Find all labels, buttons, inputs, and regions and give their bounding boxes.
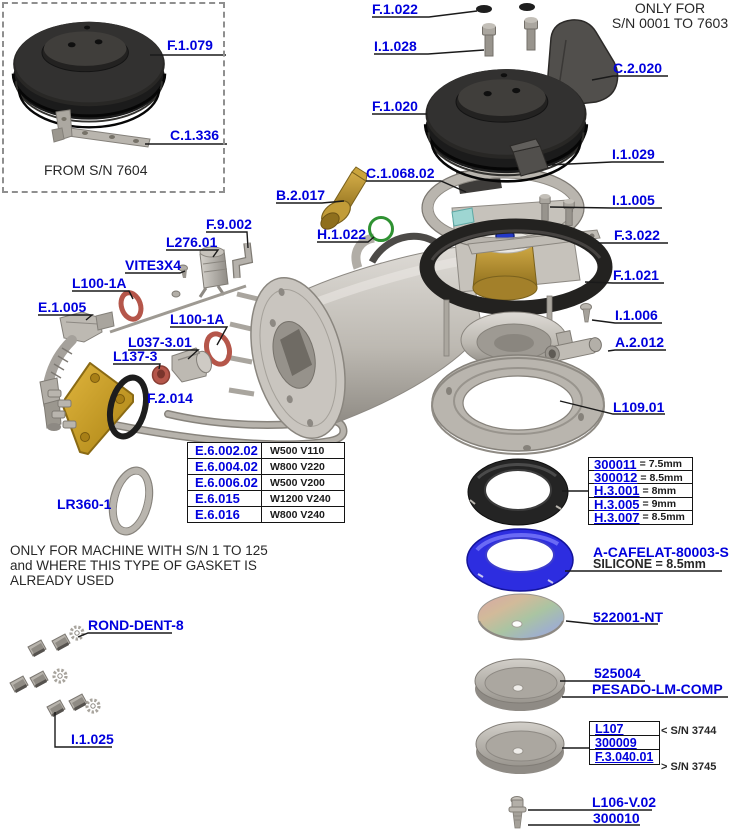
element-spec: W800 V240	[261, 506, 345, 523]
element-part[interactable]: E.6.002.02	[187, 442, 262, 459]
part-label-i1005[interactable]: I.1.005	[612, 192, 655, 208]
part-label-l1001a-upper[interactable]: L100-1A	[72, 275, 127, 291]
part-label-l106v02[interactable]: L106-V.02	[592, 794, 657, 810]
serial-range-note: ONLY FOR S/N 0001 TO 7603	[610, 1, 730, 31]
machine-note: ONLY FOR MACHINE WITH S/N 1 TO 125 and W…	[10, 543, 268, 588]
part-label-l1373[interactable]: L137-3	[113, 348, 158, 364]
gasket-size: = 8mm	[642, 484, 677, 497]
inset-caption: FROM S/N 7604	[44, 162, 148, 178]
serial-inset-box	[2, 2, 225, 193]
part-label-ronddent8[interactable]: ROND-DENT-8	[88, 617, 184, 633]
table-row: E.6.002.02 W500 V110	[187, 442, 345, 459]
part-label-e1005[interactable]: E.1.005	[38, 299, 87, 315]
green-oring-art	[368, 216, 394, 242]
gasket-size: = 8.5mm	[640, 471, 683, 484]
part-label-f2014[interactable]: F.2.014	[147, 390, 193, 406]
screen-part[interactable]: L107	[595, 721, 624, 736]
table-row: 300012 = 8.5mm	[588, 470, 693, 485]
part-label-h1022[interactable]: H.1.022	[317, 226, 367, 242]
table-row: H.3.005 = 9mm	[588, 497, 693, 512]
machine-note-line3: ALREADY USED	[10, 573, 115, 588]
serial-range-note-line2: S/N 0001 TO 7603	[611, 15, 729, 31]
screen-part[interactable]: 300009	[595, 735, 637, 750]
gasket-size: = 7.5mm	[639, 458, 682, 471]
part-label-f3022[interactable]: F.3.022	[614, 227, 660, 243]
part-label-f1079[interactable]: F.1.079	[167, 37, 213, 53]
part-label-i1028[interactable]: I.1.028	[374, 38, 417, 54]
bottom-stack-art	[466, 458, 574, 829]
top-parts-art	[423, 3, 619, 183]
part-label-l037301[interactable]: L037-3.01	[128, 334, 192, 350]
part-label-f9002[interactable]: F.9.002	[206, 216, 252, 232]
group-rim-art	[419, 218, 613, 316]
part-label-i1025[interactable]: I.1.025	[71, 731, 114, 747]
clip-nuts-art	[9, 625, 101, 718]
table-row: E.6.015 W1200 V240	[187, 490, 345, 507]
part-label-f1021[interactable]: F.1.021	[613, 267, 659, 283]
screen-serial-note-top: < S/N 3744	[661, 725, 717, 737]
table-row: 300011 = 7.5mm	[588, 457, 693, 472]
part-label-c1336[interactable]: C.1.336	[170, 127, 220, 143]
part-label-acafelat[interactable]: A-CAFELAT-80003-S	[593, 544, 729, 560]
part-label-l27601[interactable]: L276.01	[166, 234, 218, 250]
inset-bracket-art	[51, 109, 151, 148]
part-label-300010[interactable]: 300010	[593, 810, 640, 826]
part-label-l10901[interactable]: L109.01	[613, 399, 665, 415]
part-label-pesado[interactable]: PESADO-LM-COMP	[592, 681, 723, 697]
element-spec: W500 V110	[261, 442, 345, 459]
element-variants-table: E.6.002.02 W500 V110 E.6.004.02 W800 V22…	[187, 442, 345, 523]
table-row: F.3.040.01	[589, 749, 660, 765]
gasket-part[interactable]: H.3.001	[594, 483, 640, 499]
part-label-a2012[interactable]: A.2.012	[615, 334, 665, 350]
leader-lines	[38, 10, 728, 826]
element-part[interactable]: E.6.006.02	[187, 474, 262, 491]
gasket-size: = 9mm	[642, 498, 677, 510]
gasket-part[interactable]: 300012	[594, 470, 638, 486]
screen-serial-note-bottom: > S/N 3745	[661, 761, 717, 773]
table-row: E.6.004.02 W800 V220	[187, 458, 345, 475]
part-label-c2020[interactable]: C.2.020	[613, 60, 663, 76]
part-label-lr3601[interactable]: LR360-1	[57, 496, 112, 512]
shower-screen-table: L107 300009 F.3.040.01	[589, 721, 660, 765]
screen-part[interactable]: F.3.040.01	[595, 749, 654, 764]
element-spec: W1200 V240	[261, 490, 345, 507]
machine-note-line2: and WHERE THIS TYPE OF GASKET IS	[10, 558, 257, 573]
part-label-i1006[interactable]: I.1.006	[615, 307, 658, 323]
group-gasket-table: 300011 = 7.5mm 300012 = 8.5mm H.3.001 = …	[588, 457, 693, 525]
part-label-i1029[interactable]: I.1.029	[612, 146, 655, 162]
machine-note-line1: ONLY FOR MACHINE WITH S/N 1 TO 125	[10, 543, 268, 558]
gasket-part[interactable]: 300011	[594, 456, 637, 472]
part-label-b2017[interactable]: B.2.017	[276, 187, 326, 203]
silicone-size-note: SILICONE = 8.5mm	[593, 557, 706, 571]
table-row: E.6.006.02 W500 V200	[187, 474, 345, 491]
table-row: H.3.007 = 8.5mm	[588, 510, 693, 525]
part-label-522001nt[interactable]: 522001-NT	[593, 609, 664, 625]
left-parts-art	[39, 242, 254, 455]
element-part[interactable]: E.6.015	[187, 490, 262, 507]
element-spec: W800 V220	[261, 458, 345, 475]
part-label-f1022[interactable]: F.1.022	[372, 1, 418, 17]
part-label-l1001a-lower[interactable]: L100-1A	[170, 311, 225, 327]
part-label-c106802[interactable]: C.1.068.02	[366, 165, 435, 181]
gasket-size: = 8.5mm	[642, 511, 685, 524]
anticavitation-valve-art	[320, 166, 368, 230]
part-label-525004[interactable]: 525004	[594, 665, 641, 681]
lr360-gasket-art	[108, 466, 154, 536]
element-spec: W500 V200	[261, 474, 345, 491]
serial-range-note-line1: ONLY FOR	[634, 0, 706, 16]
right-fittings-art	[431, 303, 605, 455]
element-part[interactable]: E.6.004.02	[187, 458, 262, 475]
part-label-vite3x4[interactable]: VITE3X4	[125, 257, 182, 273]
part-label-f1020[interactable]: F.1.020	[372, 98, 418, 114]
table-row: H.3.001 = 8mm	[588, 483, 693, 498]
gasket-part[interactable]: H.3.005	[594, 496, 640, 512]
gasket-part[interactable]: H.3.007	[594, 509, 640, 525]
element-part[interactable]: E.6.016	[187, 506, 262, 523]
table-row: E.6.016 W800 V240	[187, 506, 345, 523]
